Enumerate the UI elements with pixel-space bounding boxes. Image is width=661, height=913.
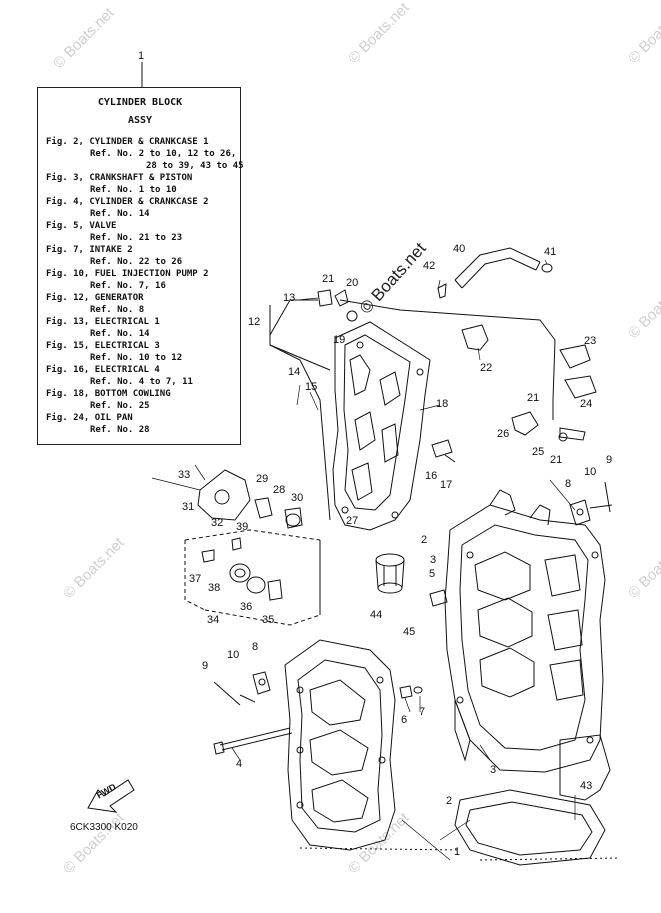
callout-28: 28 <box>273 484 286 496</box>
figure-code: 6CK3300 K020 <box>70 822 138 833</box>
callout-4: 4 <box>236 758 243 770</box>
callout-2-bottom: 2 <box>446 795 453 807</box>
legend-line: 28 to 39, 43 to 45 <box>146 161 244 171</box>
legend-line: Fig. 18, BOTTOM COWLING <box>46 389 171 399</box>
callout-16: 16 <box>425 470 438 482</box>
legend-line: Fig. 10, FUEL INJECTION PUMP 2 <box>46 269 209 279</box>
legend-line: Fig. 16, ELECTRICAL 4 <box>46 365 160 375</box>
callout-31: 31 <box>182 501 195 513</box>
callout-19: 19 <box>333 334 346 346</box>
callout-37: 37 <box>189 573 202 585</box>
callout-21: 21 <box>322 273 335 285</box>
legend-line: Ref. No. 2 to 10, 12 to 26, <box>90 149 237 159</box>
callout-9: 9 <box>606 454 613 466</box>
cylinder-head-cover-drawing <box>332 321 431 531</box>
callout-6: 6 <box>401 714 408 726</box>
callout-8-left: 8 <box>252 641 259 653</box>
legend-line: Fig. 7, INTAKE 2 <box>46 245 133 255</box>
callout-43: 43 <box>580 780 593 792</box>
callout-30: 30 <box>291 492 304 504</box>
callout-1-bottom: 1 <box>454 846 461 858</box>
callout-41: 41 <box>544 246 557 258</box>
callout-32: 32 <box>211 517 224 529</box>
callout-45: 45 <box>403 626 416 638</box>
callout-3: 3 <box>430 554 437 566</box>
callout-13: 13 <box>283 292 296 304</box>
callout-20: 20 <box>346 277 359 289</box>
legend-subtitle: ASSY <box>127 115 153 126</box>
cylinder-block-drawing <box>444 489 611 801</box>
legend-title: CYLINDER BLOCK <box>97 97 183 108</box>
callout-2: 2 <box>421 534 428 546</box>
legend-line: Ref. No. 4 to 7, 11 <box>90 377 193 387</box>
callout-36: 36 <box>240 601 253 613</box>
legend-line: Ref. No. 8 <box>90 305 145 315</box>
legend-line: Ref. No. 21 to 23 <box>90 233 183 243</box>
callout-15: 15 <box>305 381 318 393</box>
callout-38: 38 <box>208 582 221 594</box>
legend-line: Ref. No. 22 to 26 <box>90 257 183 267</box>
callout-7: 7 <box>419 706 426 718</box>
crankcase-drawing <box>284 639 396 851</box>
callout-5: 5 <box>429 568 436 580</box>
callout-26: 26 <box>497 428 510 440</box>
legend-line: Ref. No. 28 <box>90 425 150 435</box>
legend-line: Ref. No. 10 to 12 <box>90 353 183 363</box>
legend-line: Ref. No. 14 <box>90 329 150 339</box>
callout-29: 29 <box>256 473 269 485</box>
callout-42: 42 <box>423 260 436 272</box>
legend-line: Fig. 3, CRANKSHAFT & PISTON <box>46 173 193 183</box>
legend-line: Fig. 12, GENERATOR <box>46 293 144 303</box>
callout-10-left: 10 <box>227 649 240 661</box>
legend-line: Fig. 24, OIL PAN <box>46 413 133 423</box>
callout-35: 35 <box>262 614 275 626</box>
callout-17: 17 <box>440 479 453 491</box>
legend-line: Fig. 15, ELECTRICAL 3 <box>46 341 160 351</box>
callout-23: 23 <box>584 335 597 347</box>
callout-21-b: 21 <box>527 392 540 404</box>
callout-22: 22 <box>480 362 493 374</box>
callout-25: 25 <box>532 446 545 458</box>
callout-14: 14 <box>288 366 301 378</box>
callout-12: 12 <box>248 316 261 328</box>
cylinder-block-legend: CYLINDER BLOCK ASSY Fig. 2, CYLINDER & C… <box>37 87 244 445</box>
legend-line: Ref. No. 1 to 10 <box>90 185 177 195</box>
callout-18: 18 <box>436 398 449 410</box>
legend-line: Ref. No. 25 <box>90 401 150 411</box>
callout-24: 24 <box>580 398 593 410</box>
callout-1-legend: 1 <box>138 50 145 62</box>
fwd-arrow-icon <box>87 779 135 813</box>
callout-33: 33 <box>178 469 191 481</box>
callout-44: 44 <box>370 609 383 621</box>
legend-line: Fig. 2, CYLINDER & CRANKCASE 1 <box>46 137 209 147</box>
legend-line: Fig. 5, VALVE <box>46 221 117 231</box>
callout-3-bottom: 3 <box>490 764 497 776</box>
callout-10: 10 <box>584 466 597 478</box>
callout-27: 27 <box>346 515 359 527</box>
legend-line: Ref. No. 14 <box>90 209 150 219</box>
legend-line: Ref. No. 7, 16 <box>90 281 166 291</box>
legend-line: Fig. 4, CYLINDER & CRANKCASE 2 <box>46 197 209 207</box>
callout-40: 40 <box>453 243 466 255</box>
callout-39: 39 <box>236 521 249 533</box>
callout-21-c: 21 <box>550 454 563 466</box>
callout-8: 8 <box>565 478 572 490</box>
callout-9-left: 9 <box>202 660 209 672</box>
callout-34: 34 <box>207 614 220 626</box>
legend-line: Fig. 13, ELECTRICAL 1 <box>46 317 160 327</box>
